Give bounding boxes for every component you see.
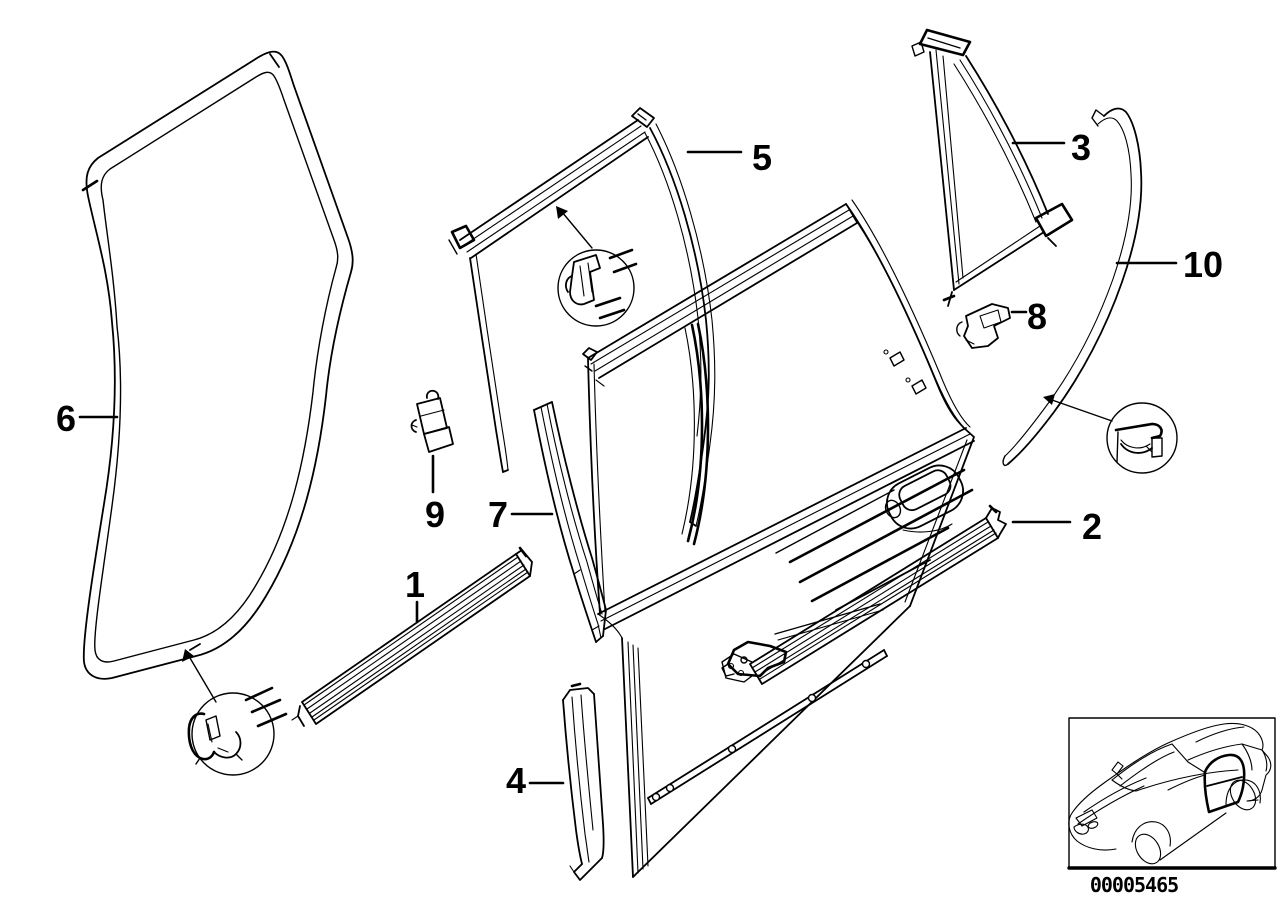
callout-6[interactable]: 6 xyxy=(56,398,76,439)
part10-end-detail xyxy=(1043,394,1178,474)
part5-clip-detail xyxy=(556,206,638,327)
car-outline-icon xyxy=(1068,722,1272,865)
part6-door-seal xyxy=(81,50,354,680)
part1-sill-strip xyxy=(291,546,533,727)
car-locator-thumbnail: 00005465 xyxy=(1067,717,1277,897)
callout-1[interactable]: 1 xyxy=(405,564,425,605)
part5-detail-arrow xyxy=(556,206,593,249)
part2-belt-molding xyxy=(721,504,1007,685)
part6-clip-detail xyxy=(182,649,288,776)
part10-detail-arrow xyxy=(1043,394,1113,422)
callout-9[interactable]: 9 xyxy=(425,494,445,535)
callout-3[interactable]: 3 xyxy=(1071,127,1091,168)
thumbnail-box xyxy=(1068,717,1276,869)
drawing-number: 00005465 xyxy=(1090,873,1178,897)
callout-8[interactable]: 8 xyxy=(1027,296,1047,337)
callouts: 6 5 3 10 8 9 7 1 2 4 xyxy=(56,127,1223,801)
callout-10[interactable]: 10 xyxy=(1183,244,1223,285)
part4-pillar-strip xyxy=(562,682,605,881)
part9-cover-clip xyxy=(410,389,454,453)
callout-4[interactable]: 4 xyxy=(506,760,526,801)
door-handle xyxy=(884,464,964,533)
callout-2[interactable]: 2 xyxy=(1082,506,1102,547)
part10-curved-trim xyxy=(1002,107,1143,467)
part6-detail-arrow xyxy=(182,649,217,703)
part7-trim-strip xyxy=(533,401,607,643)
part8-clip xyxy=(956,303,1011,349)
callout-7[interactable]: 7 xyxy=(488,494,508,535)
highlighted-rear-door xyxy=(1203,753,1246,814)
part3-vent-window-frame xyxy=(911,28,1074,307)
callout-5[interactable]: 5 xyxy=(752,137,772,178)
rear-door-shell xyxy=(582,199,975,878)
part5-window-guide-frame xyxy=(448,107,716,527)
